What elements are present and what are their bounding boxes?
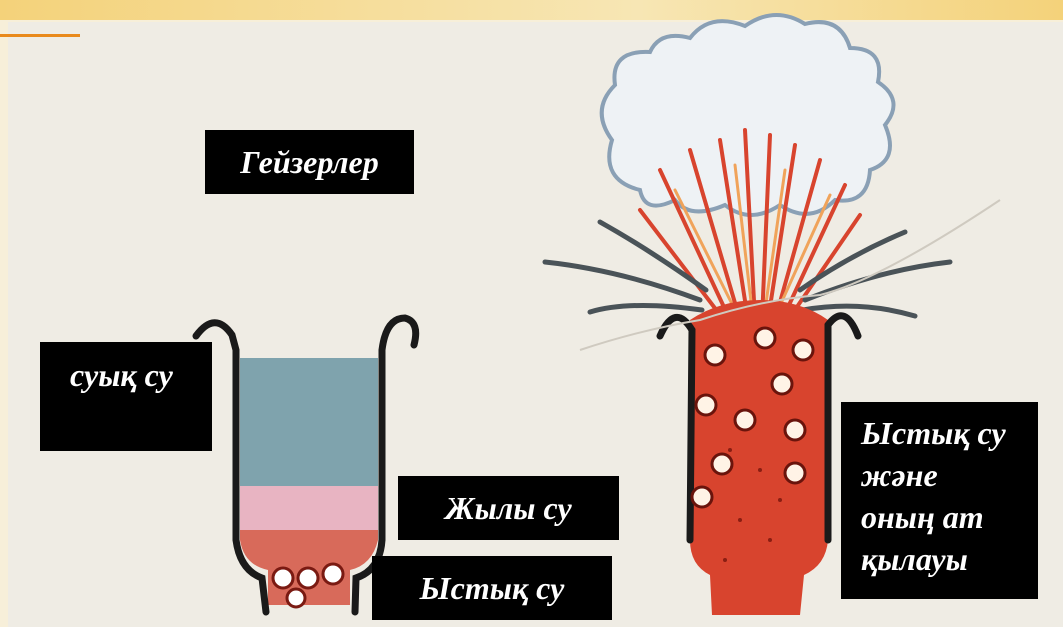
warm-water-layer	[240, 486, 378, 530]
warm-water-label: Жылы су	[398, 476, 619, 540]
hot-water-label: Ыстық су	[372, 556, 612, 620]
cold-water-layer	[240, 358, 378, 486]
hot-water-eruption-label: Ыстық су және оның ат қылауы	[841, 402, 1038, 599]
diagram-title: Гейзерлер	[205, 130, 414, 194]
bubble	[785, 463, 805, 483]
eruption-label-line: және	[861, 454, 1038, 496]
bubble	[772, 374, 792, 394]
eruption-label-line: қылауы	[861, 538, 1038, 580]
bubble	[712, 454, 732, 474]
eruption-label-line: Ыстық су	[861, 412, 1038, 454]
bubble	[692, 487, 712, 507]
erupting-geyser-vessel	[660, 300, 858, 615]
bubble	[298, 568, 318, 588]
bubble	[287, 589, 305, 607]
cold-water-label: суық су	[40, 342, 212, 451]
bubble	[323, 564, 343, 584]
spray-rays	[545, 130, 950, 320]
bubble	[735, 410, 755, 430]
bubble	[696, 395, 716, 415]
bubble	[273, 568, 293, 588]
bubble	[705, 345, 725, 365]
bubble	[785, 420, 805, 440]
eruption-label-line: оның ат	[861, 496, 1038, 538]
bubble	[793, 340, 813, 360]
bubble	[755, 328, 775, 348]
